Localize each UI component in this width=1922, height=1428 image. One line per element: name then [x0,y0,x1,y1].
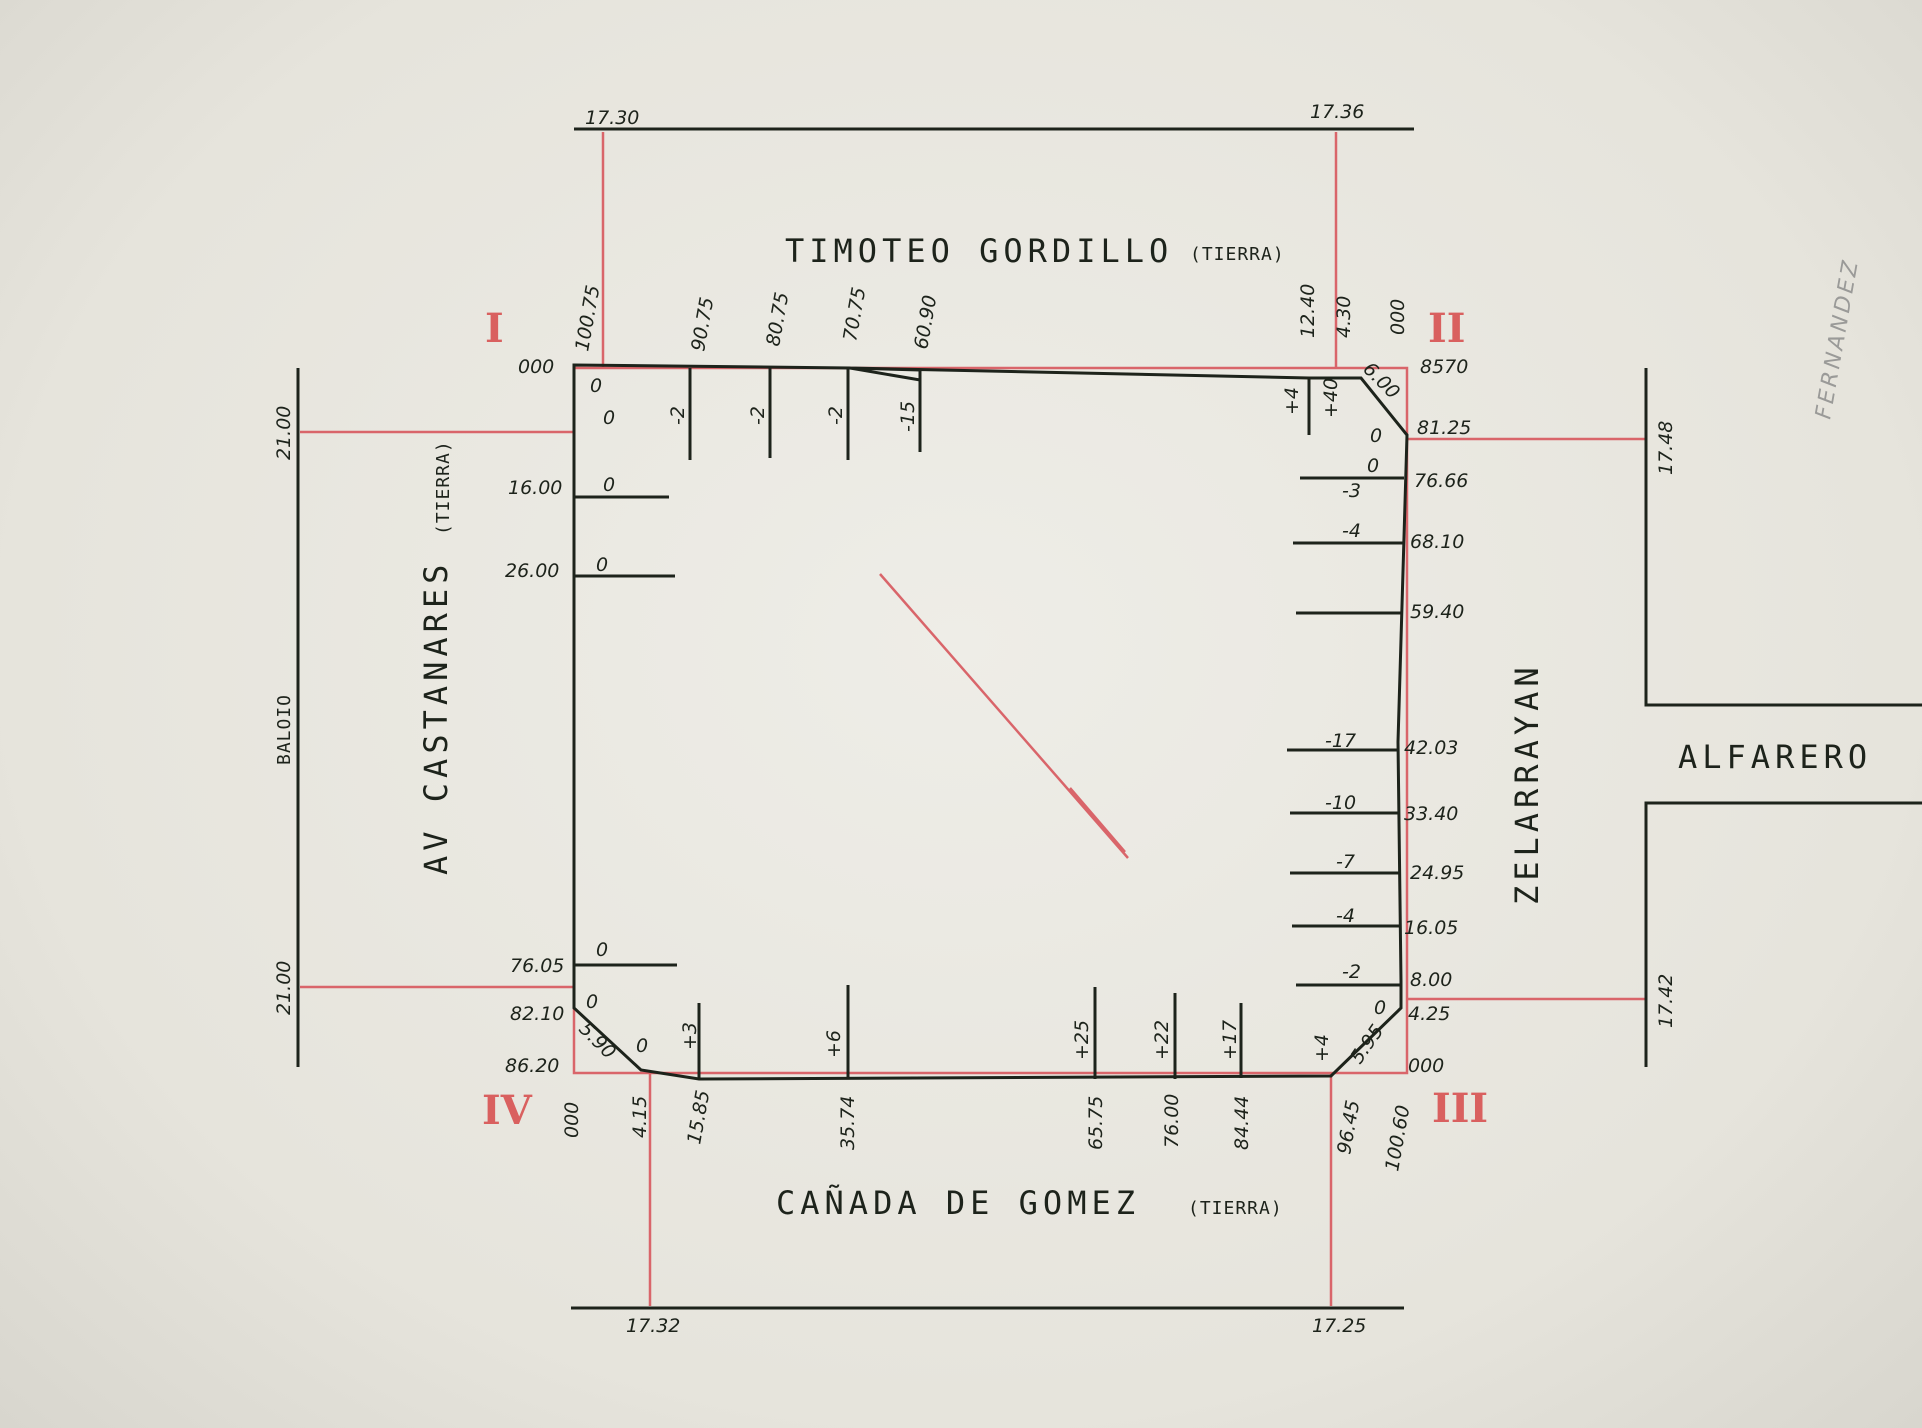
street-note-bottom: (TIERRA) [1188,1198,1283,1219]
distance-label: 24.95 [1410,862,1464,884]
lot-perimeter [572,363,1409,1081]
street-line [1644,368,1922,707]
pencil-note: FERNANDEZ [1811,256,1864,421]
corner-label: III [1432,1085,1488,1132]
distance-label: 4.15 [629,1096,651,1138]
distance-label: 100.60 [1381,1104,1414,1173]
distance-label: 86.20 [505,1055,559,1077]
distance-label: 16.00 [508,477,562,499]
distance-label: 59.40 [1410,601,1464,623]
street-name-far-left: BALOIO [274,694,295,765]
level-label: 0 [603,407,615,429]
distance-label: 90.75 [687,295,718,352]
distance-label: 68.10 [1410,531,1464,553]
profile-ticks [574,368,1404,1079]
distance-label: 26.00 [505,560,559,582]
corner-label: IV [482,1087,533,1134]
level-label: -2 [825,406,847,425]
distance-label: 15.85 [683,1088,714,1145]
distance-label: 000 [518,356,554,378]
distance-label: 65.75 [1085,1096,1107,1150]
distance-label: 76.66 [1414,470,1468,492]
width-label: 17.42 [1655,974,1677,1028]
distance-label: 84.44 [1231,1096,1253,1150]
distance-label: 000 [1387,299,1409,335]
distance-label: 81.25 [1417,417,1471,439]
distance-label: 82.10 [510,1003,564,1025]
width-label: 21.00 [273,406,295,460]
distance-label: 4.30 [1333,296,1355,338]
level-label: 6.00 [1358,358,1403,403]
level-label: +4 [1281,387,1303,415]
level-label: -4 [1336,905,1355,927]
level-label: -2 [747,406,769,425]
width-label: 17.25 [1312,1315,1366,1337]
distance-label: 8570 [1420,356,1468,378]
level-label: 5.90 [574,1018,619,1063]
street-note-left: (TIERRA) [433,440,454,535]
level-label: +22 [1151,1020,1173,1060]
level-label: +4 [1311,1034,1333,1062]
level-label: +25 [1071,1020,1093,1060]
level-label: 0 [596,554,608,576]
width-label: 17.30 [585,107,639,129]
red-lot-outline [572,366,1409,1075]
level-label: 0 [1367,455,1379,477]
distance-label: 4.25 [1408,1003,1450,1025]
width-label: 17.32 [626,1315,680,1337]
distance-label: 000 [561,1102,583,1138]
red-diagonal-line [1069,787,1126,853]
street-name-far-right: ALFARERO [1678,738,1872,776]
width-label: 21.00 [273,961,295,1015]
level-label: 0 [603,474,615,496]
street-lines [296,127,1922,1310]
distance-label: 16.05 [1404,917,1458,939]
distance-label: 60.90 [910,293,941,350]
distance-label: 80.75 [762,290,793,347]
distance-label: 8.00 [1410,969,1452,991]
distance-label: 33.40 [1404,803,1458,825]
level-label: -4 [1342,520,1361,542]
street-name-left: AV CASTANARES [417,560,455,875]
red-reference-lines [300,132,1646,1306]
distance-label: 96.45 [1333,1098,1364,1155]
corner-label: II [1428,305,1465,352]
level-label: 0 [586,991,598,1013]
corner-label: I [485,305,504,352]
level-label: -7 [1336,851,1355,873]
street-name-right: ZELARRAYAN [1508,662,1546,905]
level-label: -15 [897,401,919,432]
level-label: 0 [636,1035,648,1057]
level-label: -2 [1342,961,1361,983]
level-label: -17 [1325,730,1356,752]
level-label: +17 [1219,1020,1241,1060]
level-label: +6 [823,1030,845,1058]
distance-label: 35.74 [837,1096,859,1150]
level-label: -10 [1325,792,1356,814]
level-label: 0 [590,375,602,397]
street-line [1644,801,1922,1067]
distance-label: 70.75 [839,285,870,342]
distance-label: 42.03 [1404,737,1458,759]
level-label: -2 [667,406,689,425]
level-label: 0 [1374,997,1386,1019]
distance-label: 100.75 [571,284,604,353]
street-name-top: TIMOTEO GORDILLO [785,232,1173,270]
distance-label: 12.40 [1297,284,1319,338]
level-label: 0 [1370,425,1382,447]
width-label: 17.36 [1310,101,1364,123]
red-diagonal-line [879,573,1129,859]
street-name-bottom: CAÑADA DE GOMEZ [776,1184,1140,1222]
level-label: -3 [1342,480,1361,502]
level-label: +3 [679,1022,701,1050]
distance-label: 76.00 [1161,1094,1183,1148]
street-note-top: (TIERRA) [1190,244,1285,265]
width-label: 17.48 [1655,421,1677,475]
distance-label: 76.05 [510,955,564,977]
level-label: +40 [1320,378,1342,418]
distance-label: 000 [1408,1055,1444,1077]
level-label: 0 [596,939,608,961]
